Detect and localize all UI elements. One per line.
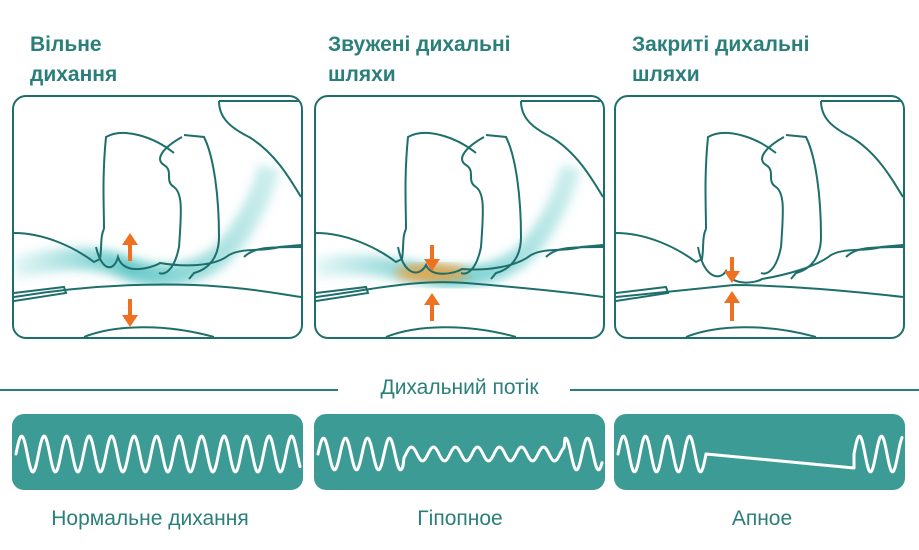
airway-illustration-open xyxy=(14,100,301,337)
waveform-apnea-graph xyxy=(616,434,904,474)
airway-illustration-narrowed xyxy=(316,100,603,337)
waveform-hypopnea xyxy=(314,414,605,490)
narrowing-down-arrow-icon xyxy=(424,245,440,271)
closure-up-arrow-icon xyxy=(724,291,740,321)
divider-line-right xyxy=(570,389,919,391)
divider-line-left xyxy=(0,389,338,391)
panel-title-line: дихання xyxy=(30,63,118,86)
panel-title-narrowed: Звужені дихальні шляхи xyxy=(328,30,511,90)
airway-panel-closed xyxy=(614,95,905,339)
waveform-hypopnea-graph xyxy=(316,436,604,472)
narrowing-up-arrow-icon xyxy=(424,293,440,321)
caption-normal: Нормальне дихання xyxy=(51,507,249,530)
caption-apnea: Апное xyxy=(731,507,793,530)
panel-title-closed: Закриті дихальні шляхи xyxy=(632,30,809,90)
flow-label: Дихальний потік xyxy=(0,373,919,403)
expand-up-arrow-icon xyxy=(122,233,138,261)
waveform-normal-graph xyxy=(14,434,302,474)
panel-title-line: Звужені дихальні xyxy=(328,33,511,56)
panel-title-line: шляхи xyxy=(632,63,700,86)
closure-down-arrow-icon xyxy=(724,257,740,283)
flow-divider: Дихальний потік xyxy=(0,373,919,403)
panel-title-line: Закриті дихальні xyxy=(632,33,810,56)
flow-label-text: Дихальний потік xyxy=(366,376,553,399)
panel-title-line: Вільне xyxy=(30,33,102,56)
airway-panel-open xyxy=(12,95,303,339)
expand-down-arrow-icon xyxy=(122,299,138,327)
panel-title-line: шляхи xyxy=(328,63,396,86)
waveform-normal xyxy=(12,414,303,490)
waveform-apnea xyxy=(614,414,905,490)
caption-hypopnea: Гіпопное xyxy=(417,507,503,530)
panel-title-open: Вільне дихання xyxy=(30,30,117,90)
airway-illustration-closed xyxy=(616,100,903,337)
airway-panel-narrowed xyxy=(314,95,605,339)
